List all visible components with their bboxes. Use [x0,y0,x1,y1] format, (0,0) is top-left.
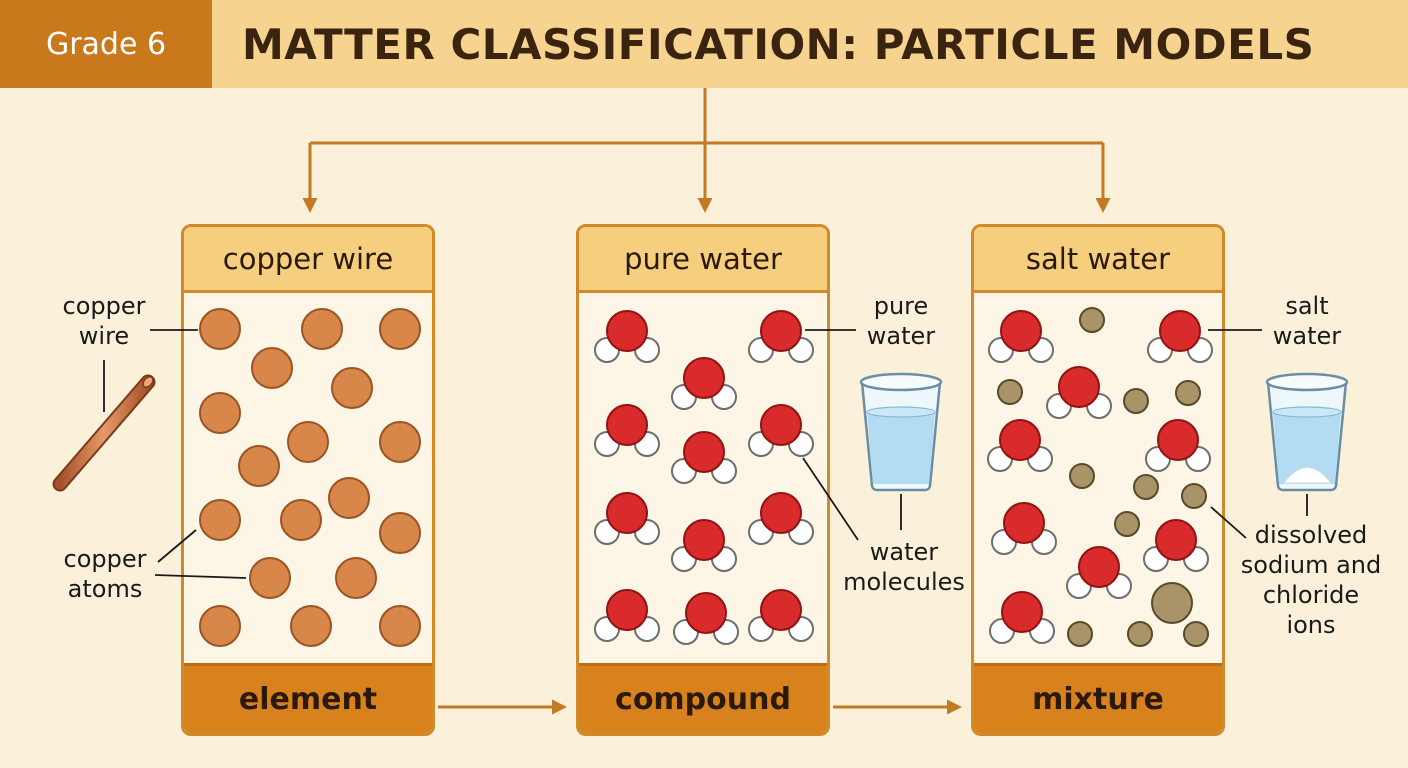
copper-atom [379,605,421,647]
oxygen-atom [760,589,802,631]
oxygen-atom [1058,366,1100,408]
oxygen-atom [1003,502,1045,544]
ion [1114,511,1140,537]
oxygen-atom [760,404,802,446]
oxygen-atom [1159,310,1201,352]
water-molecule [594,310,660,363]
panel-title-pure-water: pure water [579,227,827,293]
panel-pure-water: pure water compound [576,224,830,736]
callout-water-molecules: water molecules [843,538,965,596]
copper-atom [331,367,373,409]
branch-arrows [302,88,1111,213]
water-molecule [671,519,737,572]
ion [997,379,1023,405]
oxygen-atom [760,310,802,352]
panel-footer-mixture: mixture [974,663,1222,733]
leader-lines [103,329,1308,579]
water-molecule [673,592,739,645]
copper-atom [199,308,241,350]
oxygen-atom [685,592,727,634]
water-molecule [671,431,737,484]
oxygen-atom [999,419,1041,461]
glass-of-water-icon [859,372,943,492]
copper-atom [328,477,370,519]
oxygen-atom [1001,591,1043,633]
oxygen-atom [1157,419,1199,461]
salt-ions [997,307,1209,647]
header-bar [0,0,1408,88]
oxygen-atom [683,357,725,399]
copper-wire-icon [52,374,156,492]
water-molecules-salt [987,310,1213,644]
ion [1175,380,1201,406]
grade-badge: Grade 6 [0,0,212,88]
water-molecule [988,310,1054,363]
panel-title-salt-water: salt water [974,227,1222,293]
water-molecule [1046,366,1112,419]
oxygen-atom [760,492,802,534]
oxygen-atom [606,492,648,534]
copper-atom [379,421,421,463]
oxygen-atom [1000,310,1042,352]
copper-atom [249,557,291,599]
water-molecule [594,404,660,457]
callout-copper-atoms: copper atoms [63,545,147,603]
callout-pure-water: pure water [866,292,936,350]
water-molecule [987,419,1053,472]
ion [1151,582,1193,624]
callout-copper-wire: copper wire [62,292,146,350]
water-molecule [1145,419,1211,472]
oxygen-atom [1078,546,1120,588]
water-molecule [1147,310,1213,363]
water-molecule [989,591,1055,644]
water-molecule [594,589,660,642]
callout-salt-water: salt water [1272,292,1342,350]
copper-atom [301,308,343,350]
water-molecule [748,310,814,363]
copper-atom [287,421,329,463]
ion [1067,621,1093,647]
oxygen-atom [606,404,648,446]
water-molecule [1143,519,1209,572]
panel-title-copper-wire: copper wire [184,227,432,293]
ion [1181,483,1207,509]
copper-atom [199,605,241,647]
callout-dissolved-ions: dissolved sodium and chloride ions [1240,521,1382,639]
copper-atom [280,499,322,541]
copper-atom [251,347,293,389]
oxygen-atom [606,589,648,631]
copper-atom [238,445,280,487]
water-molecule [748,589,814,642]
water-molecule [594,492,660,545]
ion [1127,621,1153,647]
water-molecules-pure [594,310,814,645]
panel-footer-element: element [184,663,432,733]
copper-atom [199,499,241,541]
page-title: MATTER CLASSIFICATION: PARTICLE MODELS [242,19,1315,69]
oxygen-atom [1155,519,1197,561]
ion [1123,388,1149,414]
water-molecule [991,502,1057,555]
copper-atom [335,557,377,599]
water-molecule [748,404,814,457]
water-molecule [671,357,737,410]
glass-of-salt-water-icon [1265,372,1349,492]
copper-atoms [199,308,421,647]
oxygen-atom [683,431,725,473]
water-molecule [748,492,814,545]
copper-atom [290,605,332,647]
oxygen-atom [683,519,725,561]
oxygen-atom [606,310,648,352]
panel-footer-compound: compound [579,663,827,733]
ion [1183,621,1209,647]
copper-atom [379,512,421,554]
ion [1133,474,1159,500]
ion [1079,307,1105,333]
ion [1069,463,1095,489]
copper-atom [199,392,241,434]
panel-copper-wire: copper wire element [181,224,435,736]
copper-atom [379,308,421,350]
water-molecule [1066,546,1132,599]
